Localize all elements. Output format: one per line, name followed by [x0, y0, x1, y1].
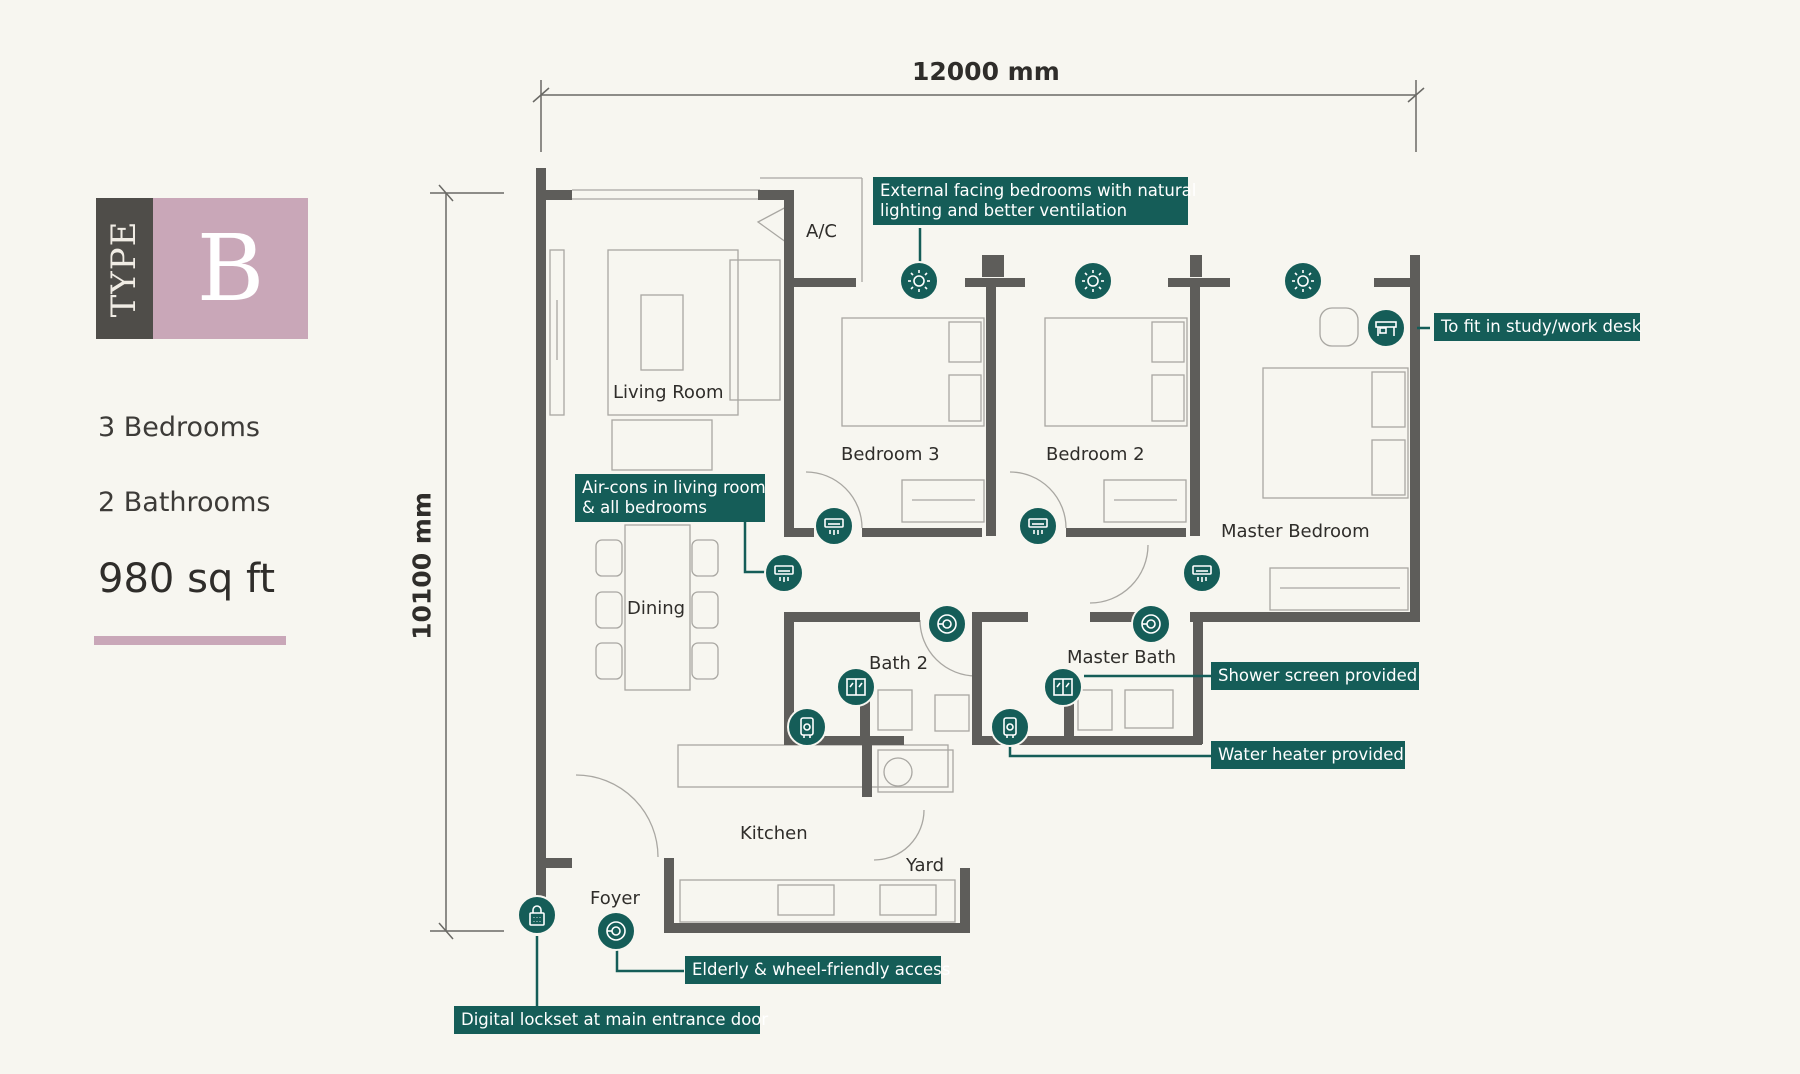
turning-circle-icon	[1131, 604, 1171, 644]
dimension-lines	[430, 80, 1425, 940]
walls	[536, 168, 1420, 933]
lock-icon	[517, 895, 557, 935]
callout-external-facing-line1: External facing bedrooms with natural	[880, 181, 1197, 200]
room-label-yard: Yard	[906, 855, 945, 876]
unit-type-badge: TYPE B	[96, 198, 308, 339]
room-label-foyer: Foyer	[590, 888, 640, 909]
turning-circle-icon	[927, 604, 967, 644]
aircon-icon	[764, 553, 804, 593]
room-label-master-bedroom: Master Bedroom	[1221, 521, 1370, 542]
desk-icon	[1366, 308, 1406, 348]
type-badge-letter-panel: B	[153, 198, 308, 339]
width-dimension-label: 12000 mm	[912, 57, 1060, 86]
room-label-living: Living Room	[613, 382, 724, 403]
callout-digital-lock: Digital lockset at main entrance door	[454, 1006, 768, 1034]
depth-dimension-label: 10100 mm	[407, 492, 437, 640]
bedroom-count: 3 Bedrooms	[98, 412, 260, 443]
aircon-icon	[1182, 553, 1222, 593]
sun-icon	[899, 261, 939, 301]
bathroom-count: 2 Bathrooms	[98, 487, 271, 518]
room-label-ac: A/C	[806, 221, 837, 242]
callout-aircons-line2: & all bedrooms	[582, 498, 708, 517]
shower-screen-icon	[836, 667, 876, 707]
accent-divider	[94, 636, 286, 645]
callout-external-facing-line2: lighting and better ventilation	[880, 201, 1128, 220]
furniture	[549, 177, 1409, 923]
callout-external-facing: External facing bedrooms with natural li…	[873, 177, 1197, 225]
room-label-bedroom3: Bedroom 3	[841, 444, 940, 465]
room-label-master-bath: Master Bath	[1067, 647, 1177, 668]
room-label-dining: Dining	[627, 598, 686, 619]
room-label-bath2: Bath 2	[869, 653, 929, 674]
callout-shower-screen: Shower screen provided	[1211, 662, 1419, 690]
callout-wheel-access: Elderly & wheel-friendly access	[685, 956, 950, 984]
room-label-bedroom2: Bedroom 2	[1046, 444, 1145, 465]
callout-water-heater: Water heater provided	[1211, 741, 1405, 769]
type-letter: B	[196, 215, 265, 322]
water-heater-icon	[787, 707, 827, 747]
turning-circle-icon	[596, 911, 636, 951]
room-label-kitchen: Kitchen	[740, 823, 808, 844]
aircon-icon	[1018, 506, 1058, 546]
callout-study-desk: To fit in study/work desk	[1434, 313, 1641, 341]
water-heater-icon	[990, 707, 1030, 747]
type-word: TYPE	[104, 220, 144, 318]
sun-icon	[1073, 261, 1113, 301]
type-badge-dark-panel: TYPE	[96, 198, 153, 339]
callout-aircons-line1: Air-cons in living room	[582, 478, 766, 497]
callout-aircons: Air-cons in living room & all bedrooms	[575, 474, 766, 522]
shower-screen-icon	[1043, 667, 1083, 707]
sun-icon	[1283, 261, 1323, 301]
floor-area: 980 sq ft	[98, 556, 276, 602]
aircon-icon	[814, 506, 854, 546]
